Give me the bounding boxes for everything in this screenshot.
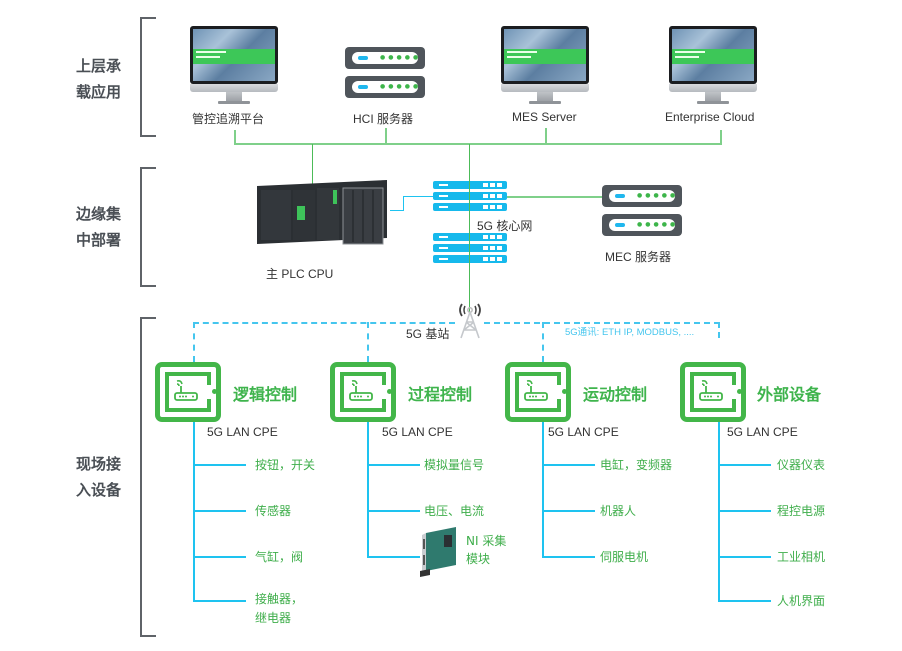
branch-trunk-4: [718, 422, 720, 602]
device-item: 电压、电流: [424, 504, 485, 518]
5g-drop-4: [718, 322, 720, 338]
device-item: 人机界面: [777, 594, 826, 608]
upper-drop-4: [720, 130, 722, 144]
bracket-field: [140, 317, 156, 637]
node-label-control-platform: 管控追溯平台: [192, 112, 265, 126]
category-title-motion: 运动控制: [583, 385, 648, 404]
branch-line: [193, 510, 246, 512]
5g-drop-3: [542, 322, 544, 362]
branch-trunk-1: [193, 422, 195, 602]
server-icon: ●●●●●: [345, 47, 425, 69]
server-icon: ●●●●●: [602, 185, 682, 207]
device-item: 电缸，变频器: [600, 458, 673, 472]
branch-line: [193, 600, 246, 602]
server-icon: ●●●●●: [345, 76, 425, 98]
branch-trunk-2: [367, 422, 369, 557]
cpe-router-icon: [680, 362, 746, 422]
tier-label-field: 现场接 入设备: [76, 455, 122, 499]
branch-line: [718, 600, 771, 602]
monitor-icon: [190, 26, 278, 106]
5g-drop-1: [193, 322, 195, 362]
branch-line: [718, 510, 771, 512]
5g-wireless-bus: [193, 322, 455, 324]
server-icon: ●●●●●: [602, 214, 682, 236]
tier-label-edge: 边缘集 中部署: [76, 205, 122, 249]
plc-core-link-v: [403, 196, 404, 211]
network-rack-icon: [433, 181, 507, 213]
category-title-logic: 逻辑控制: [233, 385, 298, 404]
network-rack-icon: [433, 233, 507, 265]
tier-label-upper: 上层承 载应用: [76, 57, 122, 101]
branch-line: [193, 556, 246, 558]
plc-uplink: [312, 144, 313, 184]
upper-drop-1: [234, 130, 236, 144]
cpe-label: 5G LAN CPE: [382, 425, 453, 439]
plc-core-link-h1: [390, 210, 404, 211]
node-label-5g-core: 5G 核心网: [477, 219, 533, 233]
node-label-base-station: 5G 基站: [406, 327, 450, 341]
ni-daq-module-icon: [420, 527, 456, 577]
cpe-router-icon: [155, 362, 221, 422]
device-item: 气缸，阀: [255, 550, 304, 564]
branch-line: [542, 510, 595, 512]
branch-line: [367, 510, 420, 512]
bracket-upper: [140, 17, 156, 137]
protocol-note: 5G通讯: ETH IP, MODBUS, ....: [565, 327, 695, 338]
category-title-external: 外部设备: [757, 385, 822, 404]
cpe-label: 5G LAN CPE: [548, 425, 619, 439]
cpe-label: 5G LAN CPE: [207, 425, 278, 439]
upper-drop-2: [385, 128, 387, 144]
device-item: NI 采集 模块: [466, 534, 507, 566]
node-label-mec-server: MEC 服务器: [605, 250, 672, 264]
plc-core-link-h2: [403, 196, 433, 197]
cpe-label: 5G LAN CPE: [727, 425, 798, 439]
device-item: 程控电源: [777, 504, 826, 518]
antenna-tower-icon: [459, 303, 481, 339]
plc-icon: [257, 180, 387, 245]
core-mec-link: [506, 196, 602, 198]
bracket-edge: [140, 167, 156, 287]
node-label-enterprise-cloud: Enterprise Cloud: [665, 110, 755, 124]
node-label-plc: 主 PLC CPU: [266, 267, 334, 281]
branch-trunk-3: [542, 422, 544, 557]
upper-bus-line: [234, 143, 722, 145]
branch-line: [193, 464, 246, 466]
device-item: 按钮，开关: [255, 458, 316, 472]
core-through-line: [469, 180, 470, 268]
5g-drop-2: [367, 322, 369, 362]
monitor-icon: [501, 26, 589, 106]
cpe-router-icon: [330, 362, 396, 422]
device-item: 机器人: [600, 504, 637, 518]
5g-wireless-bus: [484, 322, 720, 324]
branch-line: [542, 556, 595, 558]
upper-drop-3: [545, 128, 547, 144]
branch-line: [718, 556, 771, 558]
branch-line: [718, 464, 771, 466]
device-item: 模拟量信号: [424, 458, 485, 472]
device-item: 仪器仪表: [777, 458, 826, 472]
branch-line: [542, 464, 595, 466]
device-item: 工业相机: [777, 550, 826, 564]
branch-line: [367, 464, 420, 466]
node-label-mes-server: MES Server: [512, 110, 577, 124]
device-item: 伺服电机: [600, 550, 649, 564]
device-item: 传感器: [255, 504, 292, 518]
device-item: 接触器， 继电器: [255, 592, 304, 625]
branch-line: [367, 556, 420, 558]
monitor-icon: [669, 26, 757, 106]
cpe-router-icon: [505, 362, 571, 422]
category-title-process: 过程控制: [408, 385, 473, 404]
node-label-hci-server: HCI 服务器: [353, 112, 414, 126]
